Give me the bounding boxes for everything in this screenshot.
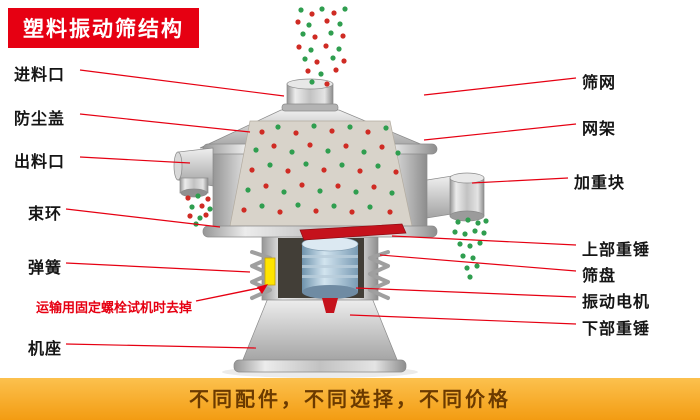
- label-screen-mesh: 筛网: [582, 73, 617, 92]
- label-upper-hammer: 上部重锤: [582, 240, 651, 259]
- vibration-motor-graphic: [301, 236, 359, 313]
- leader-lines: [65, 69, 577, 349]
- label-discharge-outlet: 出料口: [14, 152, 66, 171]
- label-sieve-tray: 筛盘: [582, 266, 617, 285]
- base-pedestal: [233, 297, 407, 373]
- footer-text: 不同配件，不同选择，不同价格: [189, 387, 511, 411]
- label-mesh-frame: 网架: [582, 119, 617, 138]
- label-clamp-ring: 束环: [28, 204, 63, 223]
- upper-hammer-deck: [299, 223, 407, 241]
- lower-body: [261, 235, 379, 313]
- feed-inlet-graphic: [281, 78, 339, 112]
- label-vibration-motor: 振动电机: [582, 292, 651, 311]
- particles-red: [185, 10, 399, 219]
- title-banner: 塑料振动筛结构: [8, 8, 199, 48]
- footer-banner: 不同配件，不同选择，不同价格: [0, 378, 700, 420]
- label-lower-hammer: 下部重锤: [582, 319, 651, 338]
- lower-hammer-graphic: [322, 298, 338, 313]
- left-discharge-spout: [173, 147, 214, 198]
- right-outlet: [426, 172, 485, 222]
- screen-drum: [199, 109, 438, 241]
- label-weight-block: 加重块: [574, 173, 626, 192]
- label-machine-base: 机座: [28, 339, 63, 358]
- label-spring: 弹簧: [28, 258, 63, 277]
- page-title: 塑料振动筛结构: [23, 17, 184, 41]
- label-dust-cover: 防尘盖: [14, 109, 66, 128]
- note-arrow: [195, 284, 268, 302]
- transport-bolt-note: 运输用固定螺栓试机时去掉: [36, 301, 193, 316]
- label-feed-inlet: 进料口: [14, 65, 66, 84]
- cutaway-interior: [229, 120, 413, 227]
- particles-green: [189, 6, 489, 280]
- transport-bolt-marker: [264, 257, 276, 286]
